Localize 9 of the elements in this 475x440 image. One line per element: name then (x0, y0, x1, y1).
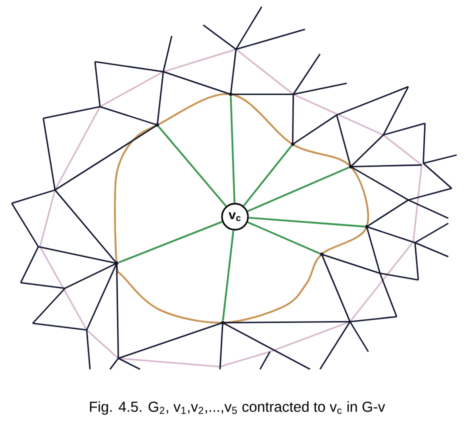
graph-edge (247, 221, 320, 254)
graph-edge (222, 230, 234, 321)
figure-caption: Fig. 4.5. G$_{2}$, v$_{1}$,v$_{2}$,...,v$_{5}$ contracted to v$_{c}$ in G-v (90, 401, 386, 415)
graph-edge (247, 166, 350, 212)
graph-edge (248, 216, 365, 228)
graph-edge (230, 96, 236, 203)
graph-edge (118, 220, 222, 264)
graph-edge (158, 126, 227, 207)
graph-edge (242, 145, 292, 206)
